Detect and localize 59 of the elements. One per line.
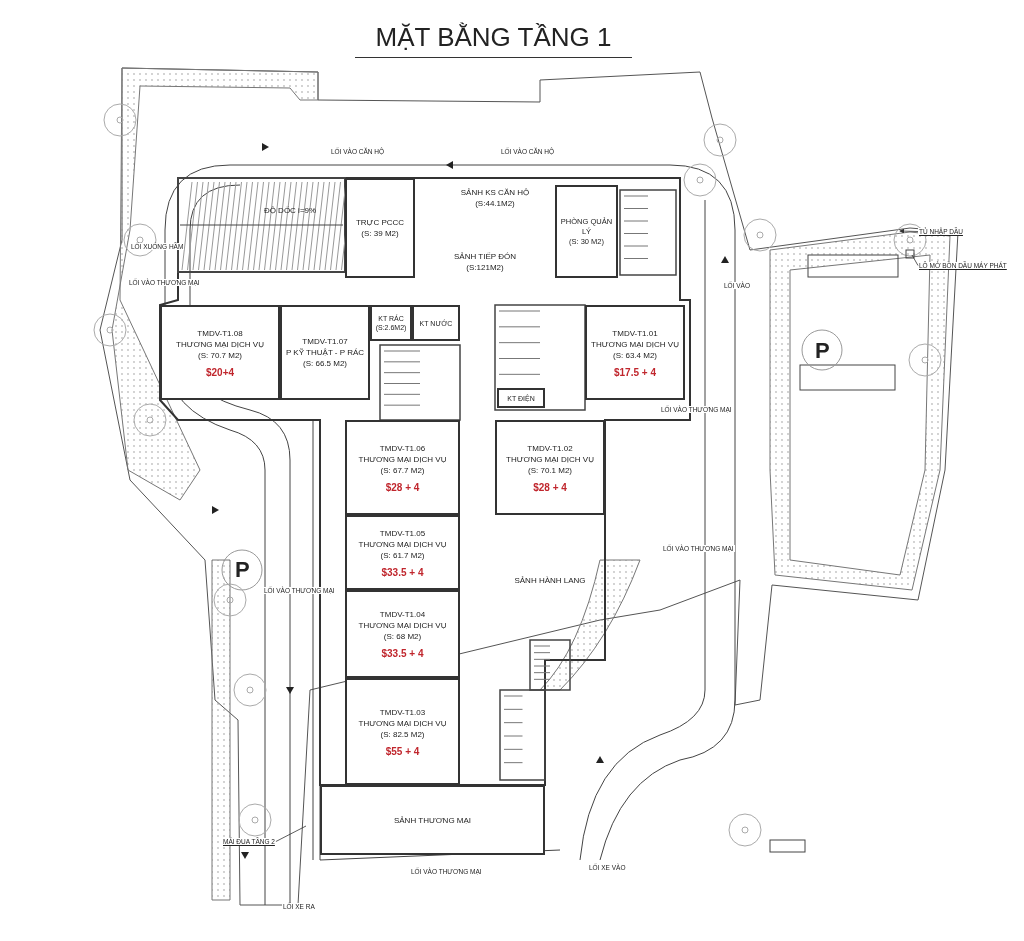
parking-sign: P (234, 557, 251, 583)
room-name: TMDV-T1.03 (379, 706, 426, 718)
room-detail: P KỸ THUẬT - P RÁC (285, 347, 365, 358)
rent-price: $33.5 + 4 (381, 566, 424, 578)
parking-sign: P (814, 338, 831, 364)
room-detail: (S: 66.5 M2) (303, 358, 347, 369)
room (345, 420, 460, 515)
rent-price: $33.5 + 4 (381, 648, 424, 659)
room (280, 305, 370, 400)
room-name: TMDV-T1.01 (612, 327, 658, 339)
leader-line (275, 825, 307, 842)
room (495, 420, 605, 515)
rent-price: $28 + 4 (385, 481, 420, 493)
room (585, 305, 685, 400)
room (555, 185, 618, 278)
room-name: SẢNH THƯƠNG MẠI (393, 814, 472, 826)
room-name: ĐỘ DỐC i=9% (263, 204, 317, 216)
room-detail: THƯƠNG MẠI DỊCH VỤ (358, 620, 447, 631)
rent-price: $55 + 4 (385, 745, 420, 757)
rent-price: $17.5 + 4 (614, 366, 656, 378)
room-detail: (S: 82.5 M2) (380, 728, 425, 740)
room-name: TMDV-T1.08 (197, 327, 243, 339)
room-detail: (S: 39 M2) (361, 228, 399, 239)
room-name: TMDV-T1.02 (527, 442, 573, 454)
room-detail: THƯƠNG MẠI DỊCH VỤ (506, 453, 594, 465)
room (497, 388, 545, 408)
room (345, 178, 415, 278)
room-name: SẢNH TIẾP ĐÓN (454, 251, 516, 262)
room-name: TMDV-T1.04 (379, 609, 426, 620)
room-detail: THƯƠNG MẠI DỊCH VỤ (358, 717, 447, 729)
plan-title: MẶT BẰNG TẦNG 1 (355, 22, 632, 58)
leader-line (911, 254, 919, 266)
room-detail: (S: 63.4 M2) (613, 349, 657, 361)
room (370, 305, 412, 341)
room-name: SẢNH HÀNH LANG (514, 574, 586, 586)
room (345, 678, 460, 785)
room-name: TMDV-T1.07 (302, 336, 348, 347)
rent-price: $28 + 4 (533, 481, 567, 493)
room-name: TMDV-T1.06 (379, 442, 426, 454)
room-detail: (S: 67.7 M2) (380, 464, 425, 476)
room-detail: THƯƠNG MẠI DỊCH VỤ (176, 338, 264, 350)
room-detail: (S: 68 M2) (383, 631, 422, 642)
rent-price: $20+4 (205, 366, 235, 378)
room-name: SẢNH KS CĂN HỘ (460, 187, 530, 198)
room-detail: (S: 70.7 M2) (198, 349, 242, 361)
room-detail: THƯƠNG MẠI DỊCH VỤ (591, 338, 679, 350)
room-detail: (S: 70.1 M2) (528, 464, 572, 476)
room (320, 785, 545, 855)
room (345, 515, 460, 590)
room-detail: THƯƠNG MẠI DỊCH VỤ (358, 453, 447, 465)
room-name: TRỰC PCCC (355, 217, 405, 228)
room-detail: THƯƠNG MẠI DỊCH VỤ (358, 538, 447, 550)
room (160, 305, 280, 400)
room (345, 590, 460, 678)
room-name: TMDV-T1.05 (379, 527, 426, 539)
room-detail: (S:121M2) (466, 262, 504, 273)
room-detail: (S:44.1M2) (475, 198, 515, 209)
room-detail: (S: 61.7 M2) (380, 549, 425, 561)
room (412, 305, 460, 341)
